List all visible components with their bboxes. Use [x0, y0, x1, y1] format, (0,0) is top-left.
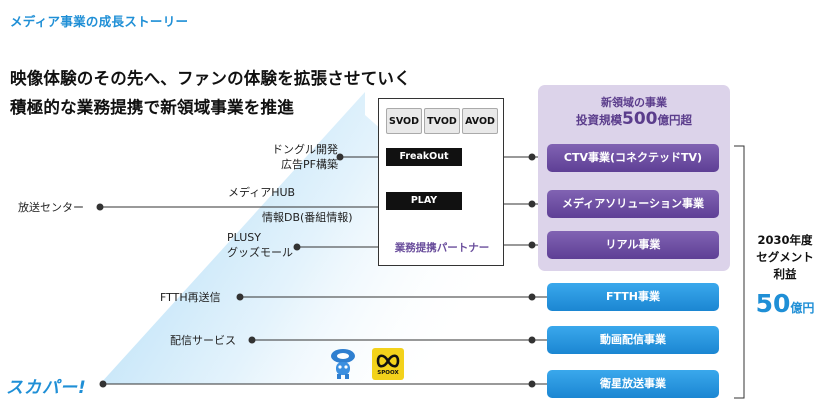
investment-suffix: 億円超 [657, 113, 693, 127]
mascot-icon [331, 349, 355, 379]
media-hub-label: メディアHUB [228, 186, 296, 199]
dongle-label-line1: ドングル開発 [272, 143, 338, 156]
investment-prefix: 投資規模 [576, 113, 622, 127]
profit-number: 50 [755, 289, 791, 318]
plusy-label: PLUSY グッズモール [227, 230, 293, 260]
profit-value: 50億円 [750, 289, 820, 318]
spoox-logo: SPOOX [372, 348, 404, 380]
plusy-label-line2: グッズモール [227, 246, 293, 259]
spoox-text: SPOOX [377, 370, 399, 376]
profit-label: 2030年度 セグメント 利益 [750, 232, 820, 283]
skyperfect-logo: スカパー! [6, 378, 87, 398]
play-logo: PLAY [386, 192, 462, 210]
media-solution-business: メディアソリューション事業 [547, 190, 719, 218]
section-title: メディア事業の成長ストーリー [10, 14, 189, 29]
investment-number: 500 [622, 109, 658, 129]
video-distribution-business: 動画配信事業 [547, 326, 719, 354]
satellite-business: 衛星放送事業 [547, 370, 719, 398]
infinity-icon [376, 354, 400, 368]
profit-unit: 億円 [790, 301, 815, 315]
freakout-logo: FreakOut [386, 148, 462, 166]
dongle-label: ドングル開発 広告PF構築 [262, 142, 338, 172]
ftth-resend-label: FTTH再送信 [160, 291, 221, 304]
headline-line-2: 積極的な業務提携で新領域事業を推進 [10, 98, 294, 117]
info-db-label: 情報DB(番組情報) [262, 211, 353, 224]
profit-label-profit: 利益 [773, 267, 797, 281]
headline-line-1: 映像体験のその先へ、ファンの体験を拡張させていく [10, 69, 411, 88]
ctv-business: CTV事業(コネクテッドTV) [547, 144, 719, 172]
profit-label-segment: セグメント [756, 250, 814, 264]
tvod-chip: TVOD [424, 108, 460, 134]
profit-bracket [734, 145, 745, 399]
broadcast-center-label: 放送センター [18, 201, 84, 214]
dongle-label-line2: 広告PF構築 [281, 158, 338, 171]
growth-wedge [100, 92, 540, 384]
distribution-service-label: 配信サービス [170, 334, 236, 347]
ftth-business: FTTH事業 [547, 283, 719, 311]
svod-chip: SVOD [386, 108, 422, 134]
new-domain-title: 新領域の事業 [601, 96, 667, 109]
partner-label: 業務提携パートナー [394, 242, 490, 254]
plusy-label-line1: PLUSY [227, 231, 261, 244]
real-business: リアル事業 [547, 231, 719, 259]
avod-chip: AVOD [462, 108, 498, 134]
profit-label-year: 2030年度 [757, 233, 813, 247]
investment-scale: 投資規模500億円超 [538, 109, 730, 129]
